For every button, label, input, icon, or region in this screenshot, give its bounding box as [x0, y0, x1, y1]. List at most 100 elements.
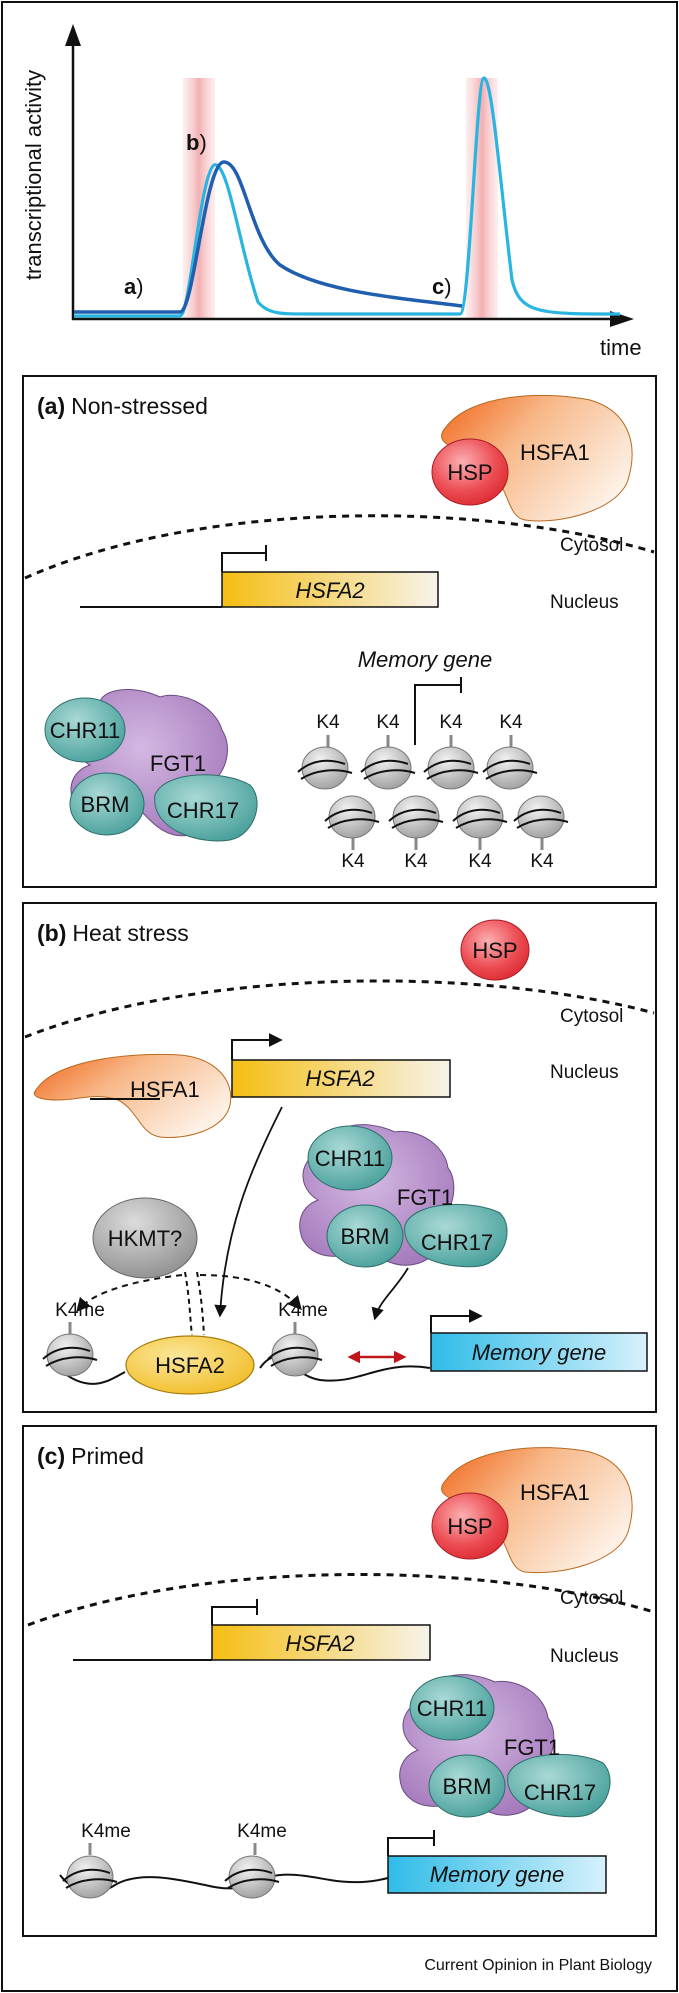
hsfa2-gene-box-c: [211, 1624, 431, 1661]
k4-label-a6: K4: [404, 851, 428, 872]
chr11-protein-c: [409, 1675, 495, 1741]
nucleosome-c1: [62, 1855, 118, 1899]
panel-b-letter: (b): [37, 920, 66, 946]
nuclear-envelope-b: [24, 979, 655, 1039]
panel-a-frame: [22, 375, 657, 888]
k4-label-a5: K4: [341, 851, 365, 872]
graph-point-b-paren: ): [199, 130, 206, 155]
chr11-label-b: CHR11: [315, 1146, 386, 1171]
nuclear-envelope-c: [27, 1573, 655, 1627]
graph-point-a: a): [124, 274, 144, 299]
nucleus-label-b: Nucleus: [550, 1062, 619, 1083]
cytosol-label-c: Cytosol: [560, 1588, 623, 1609]
hkmt-label-b: HKMT?: [108, 1226, 183, 1251]
hsfa1-protein-b: [33, 1053, 232, 1139]
panel-b: (b)Heat stress HSP Cytosol Nucleus HSFA1…: [22, 902, 657, 1413]
arrow-gene-to-protein-b: [214, 1106, 283, 1318]
graph-point-b-letter: b: [186, 130, 199, 155]
hsp-protein-b: [460, 919, 530, 981]
hkmt-link-left: [184, 1271, 193, 1336]
hsp-label-b: HSP: [472, 938, 517, 963]
chr11-protein-b: [307, 1125, 393, 1191]
fgt1-label-c: FGT1: [504, 1735, 560, 1760]
k4-label-a4: K4: [499, 712, 523, 733]
y-axis-label: transcriptional activity: [21, 70, 46, 280]
brm-label-a: BRM: [81, 792, 130, 817]
memory-gene-box-b: [430, 1332, 648, 1372]
promoter-blocked-c: [211, 1599, 258, 1625]
memory-gene-label-a: Memory gene: [358, 647, 493, 672]
brm-label-c: BRM: [443, 1774, 492, 1799]
hsfa2-protein-label-b: HSFA2: [155, 1353, 225, 1378]
graph-point-a-paren: ): [136, 274, 143, 299]
heat-band-1: [183, 78, 215, 318]
chr11-label-c: CHR11: [417, 1696, 488, 1721]
hsp-label-c: HSP: [447, 1514, 492, 1539]
k4me-label-b1: K4me: [55, 1300, 105, 1321]
curve-primed: [74, 76, 621, 318]
cytosol-label-b: Cytosol: [560, 1006, 623, 1027]
chr11-label-a: CHR11: [50, 718, 121, 743]
footer-credit: Current Opinion in Plant Biology: [424, 1957, 652, 1974]
hkmt-link-right: [196, 1271, 205, 1336]
hsp-label-a: HSP: [447, 460, 492, 485]
chr11-protein-a: [44, 697, 126, 763]
promoter-blocked-a: [221, 545, 267, 572]
nucleosome-a2: [360, 746, 416, 790]
nucleosome-c2: [224, 1855, 280, 1899]
hsfa2-gene-box-b: [231, 1059, 451, 1098]
nucleosome-a5: [324, 795, 380, 839]
brm-label-b: BRM: [341, 1224, 390, 1249]
fgt1-label-a: FGT1: [150, 751, 206, 776]
nucleosome-a3: [423, 746, 479, 790]
panel-b-heading: (b)Heat stress: [37, 920, 189, 946]
memory-gene-label-c: Memory gene: [430, 1862, 565, 1887]
panel-b-title: Heat stress: [72, 920, 188, 946]
panel-a-letter: (a): [37, 393, 65, 419]
brm-protein-c: [428, 1754, 506, 1818]
nucleosome-a1: [297, 746, 353, 790]
brm-protein-b: [326, 1204, 404, 1268]
hkmt-arrow-right: [199, 1274, 302, 1311]
memory-promoter-active-b: [430, 1309, 483, 1333]
chr17-label-c: CHR17: [524, 1780, 596, 1805]
panel-c-letter: (c): [37, 1443, 65, 1469]
hsfa2-protein-b: [125, 1335, 255, 1395]
hkmt-arrow-left: [76, 1274, 183, 1313]
hsfa1-label-c: HSFA1: [520, 1480, 590, 1505]
k4-label-a1: K4: [316, 712, 340, 733]
chr17-label-a: CHR17: [167, 798, 239, 823]
x-axis-label: time: [600, 335, 642, 360]
chr17-protein-b: [404, 1203, 508, 1268]
brm-protein-a: [69, 772, 145, 836]
graph-point-c-letter: c: [432, 274, 444, 299]
nucleosome-array-a: K4 K4 K4 K4 K4 K4 K4 K4: [297, 712, 569, 872]
hsfa2-gene-box-a: [221, 571, 439, 608]
k4-label-a2: K4: [376, 712, 400, 733]
hkmt-protein-b: [92, 1197, 198, 1279]
memory-gene-box-c: [387, 1855, 607, 1894]
memory-gene-label-b: Memory gene: [472, 1340, 607, 1365]
k4-label-a8: K4: [530, 851, 554, 872]
hsfa2-gene-label-c: HSFA2: [285, 1631, 354, 1656]
hsfa2-gene-label-a: HSFA2: [295, 578, 364, 603]
nucleosome-a4: [482, 746, 538, 790]
panel-c: (c)Primed HSP HSFA1 Cytosol Nucleus HSFA…: [22, 1425, 657, 1937]
arrow-remodeler-b: [371, 1267, 409, 1321]
panel-a-title: Non-stressed: [71, 393, 208, 419]
graph-point-c-paren: ): [444, 274, 451, 299]
curve-naive: [74, 160, 463, 314]
hsfa1-label-b: HSFA1: [130, 1077, 200, 1102]
hsfa2-gene-label-b: HSFA2: [305, 1066, 374, 1091]
nucleosome-a8: [513, 795, 569, 839]
k4me-label-c2: K4me: [237, 1821, 287, 1842]
nucleosome-b2: [267, 1333, 323, 1377]
y-axis-arrowhead: [65, 24, 81, 46]
hsfa1-label-a: HSFA1: [520, 440, 590, 465]
fgt1-label-b: FGT1: [397, 1185, 453, 1210]
chr17-protein-a: [154, 774, 258, 842]
panel-b-frame: [22, 902, 657, 1413]
nucleus-label-a: Nucleus: [550, 592, 619, 613]
